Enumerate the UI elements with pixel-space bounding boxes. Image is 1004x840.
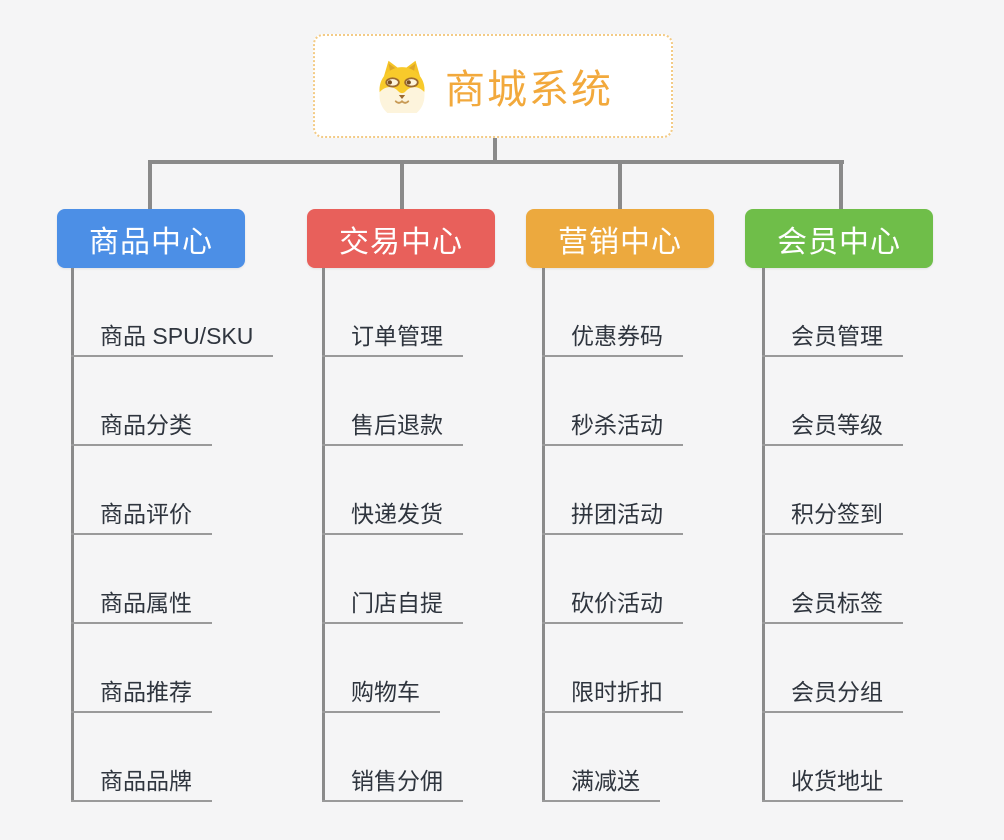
leaf-item-trade-center-0[interactable]: 订单管理 [322,323,463,357]
leaf-item-product-center-0[interactable]: 商品 SPU/SKU [71,323,274,357]
connector-stub-product-center [148,160,152,209]
leaf-item-member-center-4[interactable]: 会员分组 [762,679,903,713]
branch-box-trade-center[interactable]: 交易中心 [307,209,495,268]
root-title: 商城系统 [445,68,613,112]
leaf-item-trade-center-4[interactable]: 购物车 [322,679,440,713]
leaf-item-marketing-center-0[interactable]: 优惠券码 [542,323,683,357]
connector-spine-product-center [71,268,74,802]
branch-box-marketing-center[interactable]: 营销中心 [526,209,714,268]
leaf-item-marketing-center-3[interactable]: 砍价活动 [542,590,683,624]
leaf-item-marketing-center-5[interactable]: 满减送 [542,768,660,802]
connector-spine-trade-center [322,268,325,802]
connector-stub-member-center [839,160,843,209]
leaf-item-product-center-2[interactable]: 商品评价 [71,501,212,535]
leaf-item-trade-center-1[interactable]: 售后退款 [322,412,463,446]
leaf-item-marketing-center-2[interactable]: 拼团活动 [542,501,683,535]
leaf-item-marketing-center-4[interactable]: 限时折扣 [542,679,683,713]
leaf-item-trade-center-5[interactable]: 销售分佣 [322,768,463,802]
leaf-item-trade-center-2[interactable]: 快递发货 [322,501,463,535]
connector-stub-trade-center [400,160,404,209]
leaf-item-product-center-5[interactable]: 商品品牌 [71,768,212,802]
connector-stub-marketing-center [618,160,622,209]
leaf-item-member-center-1[interactable]: 会员等级 [762,412,903,446]
leaf-item-member-center-0[interactable]: 会员管理 [762,323,903,357]
leaf-item-product-center-3[interactable]: 商品属性 [71,590,212,624]
leaf-item-product-center-1[interactable]: 商品分类 [71,412,212,446]
connector-spine-marketing-center [542,268,545,802]
leaf-item-product-center-4[interactable]: 商品推荐 [71,679,212,713]
leaf-item-marketing-center-1[interactable]: 秒杀活动 [542,412,683,446]
connector-root-stub [493,138,497,164]
connector-rail [148,160,844,164]
leaf-item-trade-center-3[interactable]: 门店自提 [322,590,463,624]
leaf-item-member-center-3[interactable]: 会员标签 [762,590,903,624]
root-node[interactable]: 商城系统 [313,34,673,138]
shiba-dog-icon [379,60,425,113]
branch-box-member-center[interactable]: 会员中心 [745,209,933,268]
leaf-item-member-center-2[interactable]: 积分签到 [762,501,903,535]
branch-box-product-center[interactable]: 商品中心 [57,209,245,268]
leaf-item-member-center-5[interactable]: 收货地址 [762,768,903,802]
connector-spine-member-center [762,268,765,802]
